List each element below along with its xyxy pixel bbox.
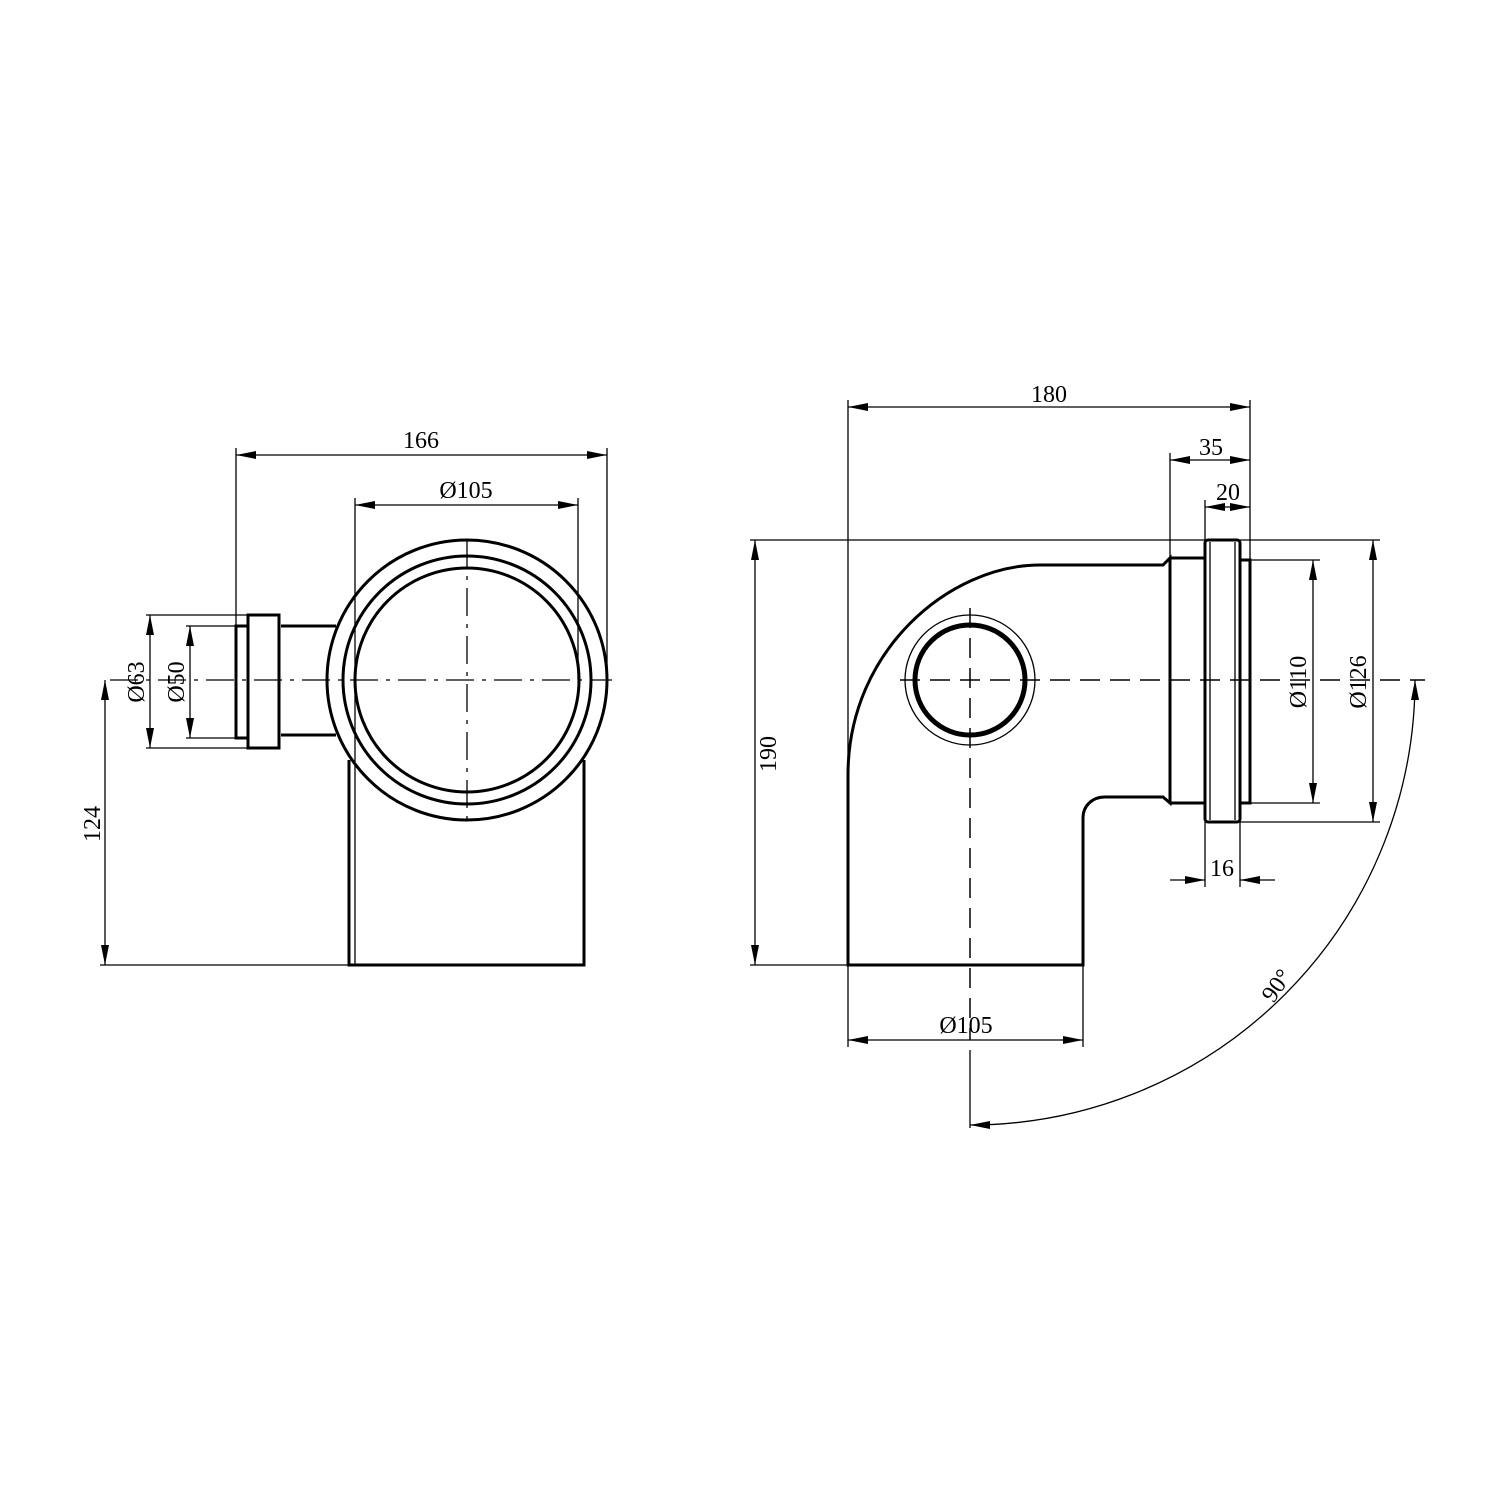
- dim-label-190: 190: [756, 736, 782, 772]
- dim-label-20: 20: [1216, 480, 1240, 506]
- dim-label-180: 180: [1031, 382, 1067, 408]
- dim-label-d50: Ø50: [164, 661, 190, 702]
- dim-166: 166: [235, 428, 608, 680]
- dim-35: 35: [1169, 435, 1250, 558]
- dim-124: 124: [80, 680, 349, 966]
- dim-d105-top: Ø105: [354, 478, 579, 965]
- dim-label-90deg: 90°: [1257, 965, 1298, 1007]
- dim-label-d105-bottom: Ø105: [939, 1013, 992, 1039]
- dim-label-16: 16: [1210, 856, 1234, 882]
- dim-d63: Ø63: [124, 614, 248, 749]
- dim-label-124: 124: [80, 806, 106, 842]
- dim-20: 20: [1204, 480, 1250, 540]
- dim-d110: Ø110: [1250, 559, 1320, 804]
- left-view-centerlines: [110, 540, 612, 822]
- dim-180: 180: [847, 382, 1251, 965]
- dim-16: 16: [1170, 822, 1275, 887]
- left-view: 166 Ø105 Ø63 Ø50 124: [80, 428, 612, 967]
- right-view-outline: [846, 538, 1252, 967]
- right-view: 180 35 20 190 Ø110 Ø126: [750, 382, 1425, 1129]
- dim-label-d126: Ø126: [1346, 655, 1372, 708]
- dim-d50: Ø50: [164, 625, 236, 739]
- dim-label-d105: Ø105: [439, 478, 492, 504]
- dim-label-166: 166: [403, 428, 439, 454]
- dim-d105-bottom: Ø105: [847, 965, 1084, 1047]
- dim-label-35: 35: [1199, 435, 1223, 461]
- left-view-outline: [234, 538, 609, 967]
- dim-label-d63: Ø63: [124, 661, 150, 702]
- dim-190: 190: [750, 539, 1380, 966]
- dim-angle-90: 90°: [969, 679, 1419, 1129]
- dim-label-d110: Ø110: [1286, 656, 1312, 708]
